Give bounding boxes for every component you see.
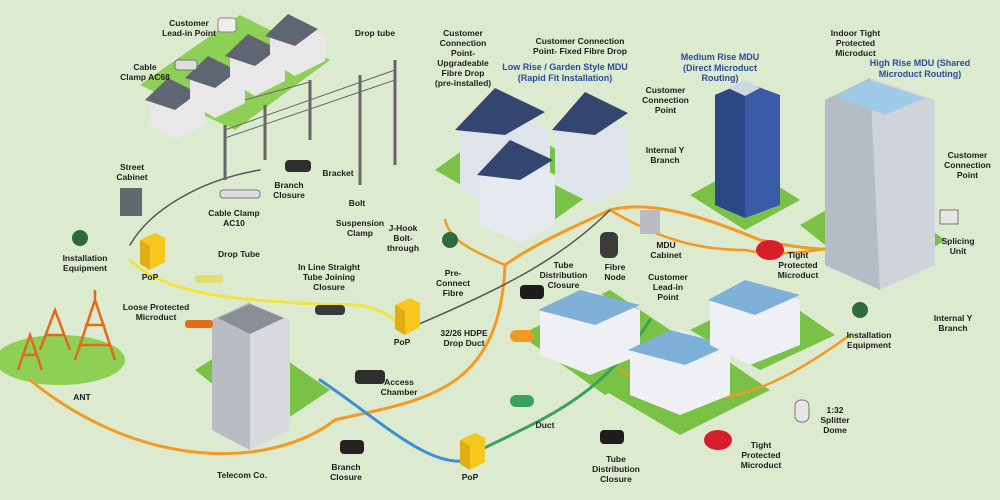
branch-closure-icon-top (285, 160, 311, 172)
medium-rise-title: Medium Rise MDU (Direct Microduct Routin… (680, 52, 760, 83)
customer-leadin-icon (217, 17, 237, 33)
installation-equipment-icon-left (72, 230, 88, 246)
label-splitter-dome: 1:32 Splitter Dome (820, 405, 850, 435)
overhead-wire-1 (224, 69, 396, 131)
label-pre-connect-fibre: Pre-Connect Fibre (436, 268, 470, 298)
low-rise-mdu (455, 88, 630, 243)
orange-low-rise-branch (443, 218, 507, 267)
hdpe-duct-icon (510, 330, 534, 342)
drop-tube-icon-left (195, 275, 223, 283)
label-pop-mid: PoP (393, 337, 411, 347)
street-cabinet-overhead-link (129, 169, 261, 246)
installation-equipment-icon-right (852, 302, 868, 318)
label-customer-connection-fixed: Customer Connection Point- Fixed Fibre D… (533, 36, 627, 56)
label-cable-clamp-ac68: Cable Clamp AC68 (120, 62, 170, 82)
blue-route (318, 378, 472, 463)
pre-connect-fibre-icon (442, 232, 458, 248)
label-jhook: J-Hook Bolt-through (386, 223, 420, 253)
label-customer-connection-point-mid: Customer Connection Point (642, 85, 689, 115)
splitter-dome-icon (794, 399, 810, 423)
label-inline-closure: In Line Straight Tube Joining Closure (298, 262, 360, 292)
label-installation-equipment-right: Installation Equipment (846, 330, 892, 350)
ant-towers (16, 290, 117, 371)
overhead-poles (189, 60, 397, 185)
label-splicing-unit: Splicing Unit (941, 236, 975, 256)
label-drop-tube-left: Drop Tube (218, 249, 260, 259)
tube-distribution-closure-icon-mid (520, 285, 544, 299)
label-tube-distribution-closure-bottom: Tube Distribution Closure (592, 454, 640, 484)
label-internal-y-branch-mid: Internal Y Branch (645, 145, 685, 165)
label-internal-y-branch-right: Internal Y Branch (933, 313, 973, 333)
tower-3 (16, 331, 44, 371)
overhead-wire-2 (224, 79, 396, 139)
label-pop-left: PoP (141, 272, 159, 282)
pop-box-mid (395, 298, 420, 335)
low-rise-title: Low Rise / Garden Style MDU (Rapid Fit I… (502, 62, 628, 83)
label-customer-leadin-point-mid: Customer Lead-in Point (648, 272, 688, 302)
label-ant: ANT (73, 392, 91, 402)
ant-ground (0, 335, 125, 385)
tight-microduct-icon-mid (756, 240, 784, 260)
label-access-chamber: Access Chamber (380, 377, 418, 397)
telecom-building (212, 302, 290, 450)
label-fibre-node: Fibre Node (604, 262, 626, 282)
label-customer-connection-point-right: Customer Connection Point (944, 150, 991, 180)
tight-microduct-icon-bottom (704, 430, 732, 450)
pop-box-left (140, 233, 165, 270)
tube-distribution-closure-icon-bottom (600, 430, 624, 444)
block-3 (708, 280, 800, 365)
high-rise-title: High Rise MDU (Shared Microduct Routing) (869, 58, 971, 79)
label-indoor-tight-microduct: Indoor Tight Protected Microduct (830, 28, 881, 58)
label-suspension-clamp: Suspension Clamp (335, 218, 385, 238)
block-1 (538, 290, 640, 375)
houses (145, 14, 325, 140)
label-drop-tube-top: Drop tube (354, 28, 396, 38)
street-cabinet-icon (120, 188, 142, 216)
label-cable-clamp-ac10: Cable Clamp AC10 (208, 208, 260, 228)
label-telecom-co: Telecom Co. (217, 470, 267, 480)
label-branch-closure-bottom: Branch Closure (330, 462, 362, 482)
splicing-unit-icon (939, 209, 959, 225)
yellow-route (128, 258, 407, 332)
fibre-node-icon (600, 232, 618, 258)
label-customer-connection-upgradeable: Customer Connection Point- Upgradeable F… (434, 28, 492, 88)
label-bracket: Bracket (322, 168, 354, 178)
house-4 (265, 14, 325, 76)
pop-box-bottom (460, 433, 485, 470)
tower-1 (73, 290, 117, 361)
pop-boxes (140, 233, 485, 470)
label-bolt: Bolt (348, 198, 366, 208)
label-hdpe-drop-duct: 32/26 HDPE Drop Duct (440, 328, 488, 348)
mdu-cabinet-icon (640, 210, 660, 234)
label-tube-distribution-closure-mid: Tube Distribution Closure (539, 260, 588, 290)
inline-closure-icon (315, 305, 345, 315)
label-tight-microduct-mid: Tight Protected Microduct (777, 250, 819, 280)
equipment-callouts (72, 17, 959, 454)
cable-clamp-ac68-icon (174, 59, 198, 71)
duct-icon (510, 395, 534, 407)
branch-closure-icon-bottom (340, 440, 364, 454)
label-installation-equipment-left: Installation Equipment (62, 253, 108, 273)
loose-microduct-icon (185, 320, 213, 328)
cable-clamp-ac10-icon (219, 189, 261, 199)
high-rise-mdu (825, 78, 935, 290)
label-pop-bottom: PoP (461, 472, 479, 482)
label-duct: Duct (535, 420, 555, 430)
access-chamber-icon (355, 370, 385, 384)
label-loose-microduct: Loose Protected Microduct (122, 302, 190, 322)
label-customer-leadin-point: Customer Lead-in Point (162, 18, 216, 38)
medium-rise-mdu (715, 80, 780, 218)
label-tight-microduct-bottom: Tight Protected Microduct (740, 440, 782, 470)
tower-2 (38, 306, 72, 351)
label-branch-closure-top: Branch Closure (273, 180, 305, 200)
label-mdu-cabinet: MDU Cabinet (650, 240, 682, 260)
block-2 (628, 330, 730, 415)
label-street-cabinet: Street Cabinet (116, 162, 148, 182)
apartment-blocks (538, 280, 800, 415)
pop-mid-link (404, 209, 611, 331)
